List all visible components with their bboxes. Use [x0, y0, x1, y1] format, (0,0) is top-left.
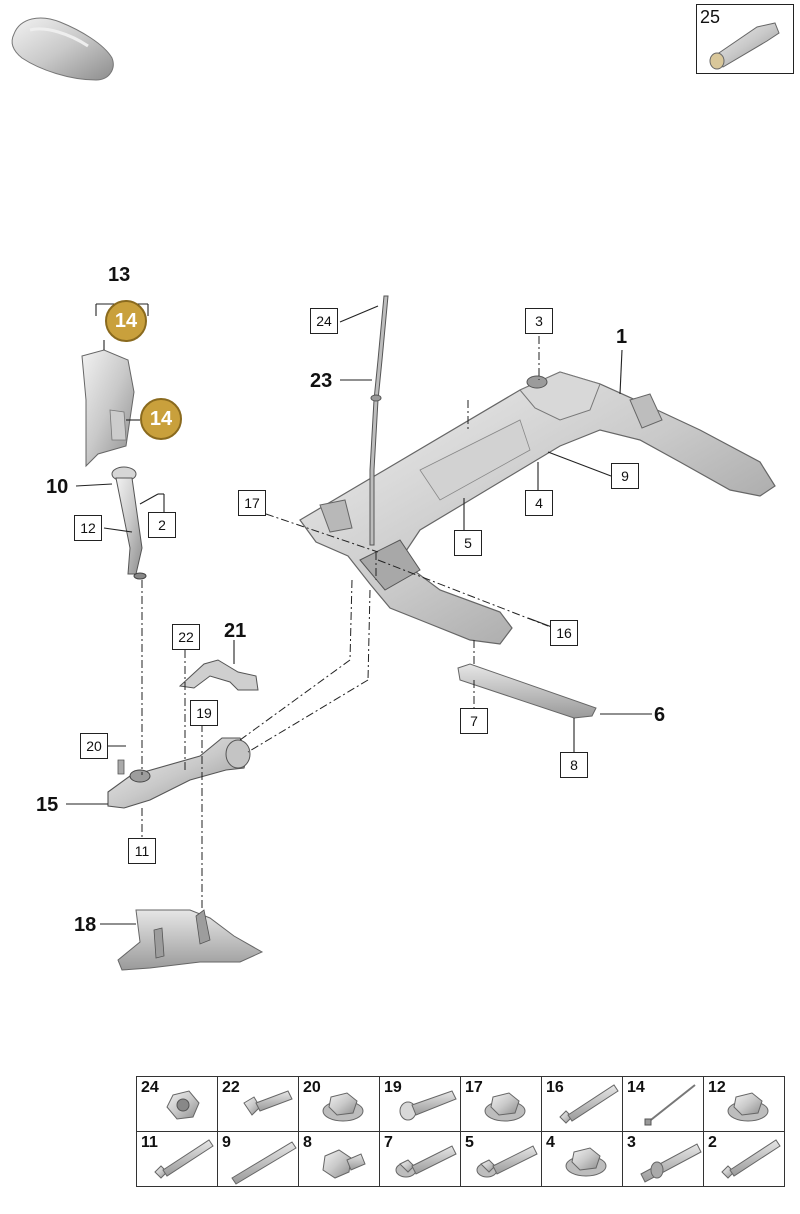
- legend-number: 24: [141, 1079, 159, 1096]
- legend-cell[interactable]: 5: [460, 1131, 542, 1187]
- flange-nut-icon: [727, 1092, 769, 1122]
- legend-cell[interactable]: 24: [136, 1076, 218, 1132]
- part-label-13: 13: [108, 264, 131, 286]
- callout-8[interactable]: 8: [560, 752, 588, 778]
- legend-cell[interactable]: 12: [703, 1076, 785, 1132]
- callout-3[interactable]: 3: [525, 308, 553, 334]
- legend-number: 7: [384, 1134, 393, 1151]
- legend-number: 11: [141, 1134, 158, 1151]
- legend-number: 2: [708, 1134, 717, 1151]
- part-label-18: 18: [74, 914, 97, 936]
- callout-9[interactable]: 9: [611, 463, 639, 489]
- callout-7[interactable]: 7: [460, 708, 488, 734]
- part-label-1: 1: [616, 326, 628, 348]
- legend-cell[interactable]: 17: [460, 1076, 542, 1132]
- callout-12[interactable]: 12: [74, 515, 102, 541]
- legend-cell[interactable]: 2: [703, 1131, 785, 1187]
- part-label-21: 21: [224, 620, 247, 642]
- threaded-rod-icon: [231, 1141, 297, 1185]
- legend-number: 14: [627, 1079, 645, 1096]
- callout-16[interactable]: 16: [550, 620, 578, 646]
- long-bolt-icon: [559, 1084, 619, 1124]
- legend-cell[interactable]: 11: [136, 1131, 218, 1187]
- grease-box-number: 25: [700, 7, 721, 27]
- short-bolt-icon: [243, 1090, 293, 1116]
- legend-number: 16: [546, 1079, 564, 1096]
- legend-number: 17: [465, 1079, 483, 1096]
- callout-2[interactable]: 2: [148, 512, 176, 538]
- legend-number: 3: [627, 1134, 636, 1151]
- legend-cell[interactable]: 19: [379, 1076, 461, 1132]
- legend-number: 19: [384, 1079, 402, 1096]
- cable-tie-icon: [644, 1084, 696, 1126]
- legend-number: 4: [546, 1134, 555, 1151]
- legend-cell[interactable]: 3: [622, 1131, 704, 1187]
- legend-cell[interactable]: 9: [217, 1131, 299, 1187]
- long-bolt-icon: [721, 1139, 781, 1179]
- legend-cell[interactable]: 22: [217, 1076, 299, 1132]
- callout-17[interactable]: 17: [238, 490, 266, 516]
- callout-19[interactable]: 19: [190, 700, 218, 726]
- legend-number: 8: [303, 1134, 312, 1151]
- part-badge-14-bottom[interactable]: 14: [140, 398, 182, 440]
- legend-number: 22: [222, 1079, 240, 1096]
- cover-bracket-part: [81, 349, 135, 468]
- legend-cell[interactable]: 14: [622, 1076, 704, 1132]
- legend-cell[interactable]: 7: [379, 1131, 461, 1187]
- flange-nut-icon: [322, 1092, 364, 1122]
- legend-cell[interactable]: 16: [541, 1076, 623, 1132]
- flange-bolt-icon: [476, 1145, 538, 1178]
- legend-number: 9: [222, 1134, 231, 1151]
- washer-bolt-icon: [399, 1090, 457, 1121]
- part-label-10: 10: [46, 476, 69, 498]
- legend-number: 12: [708, 1079, 726, 1096]
- legend-cell[interactable]: 4: [541, 1131, 623, 1187]
- long-bolt-icon: [154, 1139, 214, 1179]
- legend-row-2: 11 9 8 7 5 4 3 2: [136, 1131, 785, 1187]
- strut-link-part: [111, 466, 147, 580]
- callout-24[interactable]: 24: [310, 308, 338, 334]
- flange-bolt-icon: [395, 1145, 457, 1178]
- callout-22[interactable]: 22: [172, 624, 200, 650]
- alignment-lines: [141, 336, 549, 910]
- sensor-rod-part: [369, 295, 389, 546]
- stud-icon: [640, 1143, 702, 1183]
- control-arm-part: [107, 737, 251, 809]
- callout-20[interactable]: 20: [80, 733, 108, 759]
- legend-number: 20: [303, 1079, 321, 1096]
- callout-5[interactable]: 5: [454, 530, 482, 556]
- legend-number: 5: [465, 1134, 474, 1151]
- grease-box[interactable]: 25: [696, 4, 794, 74]
- flange-nut-icon: [484, 1092, 526, 1122]
- level-sensor-bracket-part: [178, 659, 259, 691]
- grease-tube-icon: [709, 22, 780, 70]
- car-silhouette-icon: [11, 17, 114, 81]
- legend-row-1: 24 22 20 19 17 16 14 12: [136, 1076, 785, 1132]
- callout-11[interactable]: 11: [128, 838, 156, 864]
- legend-cell[interactable]: 20: [298, 1076, 380, 1132]
- flange-nut-icon: [565, 1147, 607, 1177]
- hex-bolt-icon: [322, 1149, 366, 1179]
- callout-4[interactable]: 4: [525, 490, 553, 516]
- part-label-6: 6: [654, 704, 666, 726]
- legend-cell[interactable]: 8: [298, 1131, 380, 1187]
- part-badge-14-top[interactable]: 14: [105, 300, 147, 342]
- hex-nut-icon: [166, 1090, 200, 1120]
- part-label-15: 15: [36, 794, 59, 816]
- fasteners-legend: 24 22 20 19 17 16 14 12 11 9 8 7 5 4 3: [136, 1076, 785, 1187]
- part-label-23: 23: [310, 370, 333, 392]
- underbody-shield-part: [117, 909, 264, 971]
- reinforcement-plate-part: [457, 663, 597, 719]
